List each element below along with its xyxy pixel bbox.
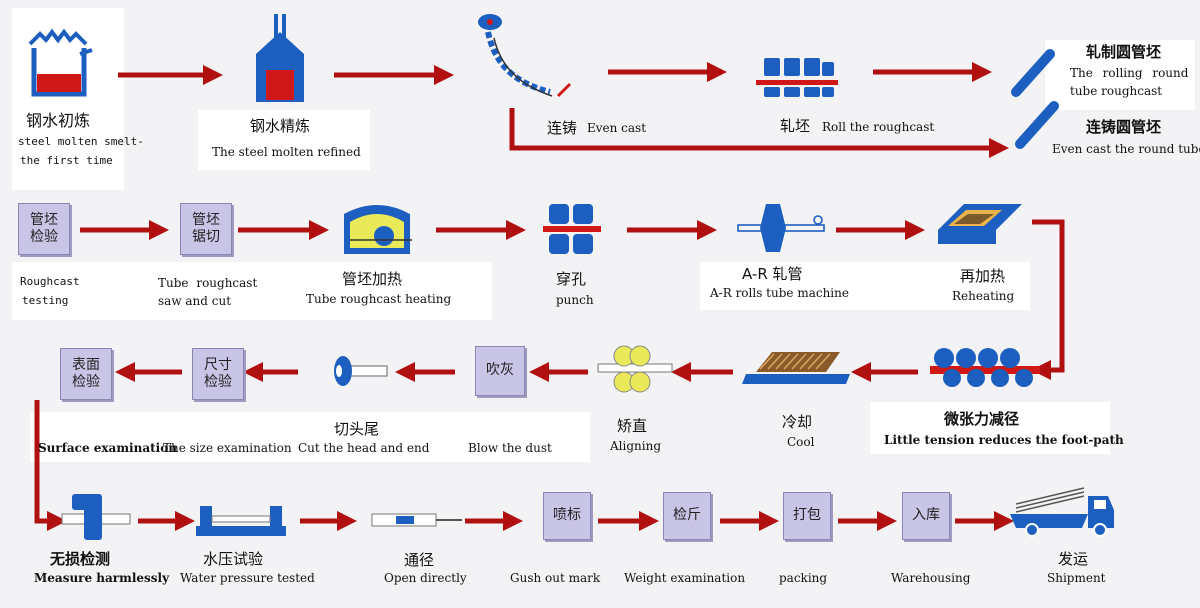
arrow [34,400,67,531]
box-text: 入库 [912,507,940,524]
box-text: 打包 [793,507,821,524]
step-label-en: testing [22,294,69,307]
step-label-en: Roll the roughcast [822,120,935,134]
piercing-mill-icon [543,204,601,254]
ndt-inspection-icon [61,494,131,540]
step-label-en: Warehousing [891,571,971,585]
step-label-en: Roughcast [20,275,80,288]
hydrostatic-tester-icon [196,506,286,536]
box-text: 管坯 [192,211,220,228]
box-text: 尺寸 [204,356,232,373]
step-label-en: Shipment [1047,571,1106,585]
straightener-icon [597,345,673,393]
step-label-zh: 再加热 [960,267,1006,285]
step-label-zh: 连铸圆管坯 [1086,118,1162,136]
step-label-zh: 通径 [404,551,435,569]
row1-panel-mid [198,110,370,170]
step-label-zh: 微张力减径 [944,410,1020,428]
box-text: 检验 [30,229,58,245]
step-label-en: Little tension reduces the foot-path [884,433,1124,447]
row3-panel [30,412,590,462]
box-text: 锯切 [192,229,220,245]
step-label-en: The size examination [163,441,292,455]
step-label-zh: 钢水初炼 [26,111,91,130]
step-label-zh: 矫直 [617,417,648,435]
furnace-icon [28,28,93,97]
step-label-en: Open directly [384,571,467,585]
process-box: 检斤 [663,492,711,540]
step-label-en: Weight examination [624,571,746,585]
step-label-zh: 冷却 [782,413,813,431]
step-label-en: steel molten smelt- [18,135,144,148]
step-label-zh: 轧坯 [780,117,811,135]
cutting-saw-icon [334,356,388,386]
box-text: 吹灰 [486,362,514,379]
assel-rolling-mill-icon [737,204,825,252]
step-label-zh: 水压试验 [203,550,264,568]
step-label-zh: 穿孔 [556,270,587,288]
step-label-en: Surface examination [38,441,177,455]
process-box: 管坯检验 [18,203,70,255]
rolling-mill-icon [756,58,838,97]
step-label-zh: A-R 轧管 [742,265,803,283]
drift-gauge-icon [371,513,462,527]
step-label-en: The steel molten refined [212,145,361,159]
step-label-en: punch [556,293,594,307]
reheating-furnace-icon [938,204,1022,244]
step-label-zh: 切头尾 [334,420,380,438]
row3-panel-right [870,402,1110,454]
box-text: 管坯 [30,211,58,228]
box-text: 检验 [204,374,232,390]
step-label-zh: 钢水精炼 [250,117,311,135]
continuous-caster-icon [478,14,572,98]
step-label-zh: 连铸 [547,119,578,137]
step-label-en: Tube roughcast [158,276,258,290]
stretch-reducing-mill-icon [930,348,1040,387]
round-billet-icon [1011,49,1055,97]
step-label-zh: 无损检测 [50,550,111,568]
step-label-en: Cut the head and end [298,441,430,455]
step-label-en: Gush out mark [510,571,601,585]
process-box: 吹灰 [475,346,525,396]
truck-icon [1010,487,1114,537]
row2-panel-right [700,262,1030,310]
step-label-zh: 轧制圆管坯 [1086,43,1162,61]
step-label-zh: 管坯加热 [342,270,403,288]
step-label-en: Even cast the round tube [1052,142,1200,156]
step-label-en: Blow the dust [468,441,552,455]
step-label-zh: 发运 [1058,550,1089,568]
step-label-en: Reheating [952,289,1015,303]
process-box: 表面检验 [60,348,112,400]
row1-panel-right [1045,40,1195,110]
box-text: 喷标 [553,507,581,524]
process-box: 喷标 [543,492,591,540]
cooling-bed-icon [742,352,850,384]
arrow [1031,219,1065,380]
heating-furnace-icon [344,205,412,254]
row2-panel [12,262,492,320]
step-label-en: Even cast [587,121,647,135]
step-label-en: Aligning [610,439,661,453]
process-box: 打包 [783,492,831,540]
box-text: 表面 [72,356,100,373]
process-box: 尺寸检验 [192,348,244,400]
box-text: 检斤 [673,507,701,524]
step-label-en: saw and cut [158,294,232,308]
box-text: 检验 [72,374,100,390]
step-label-en: Tube roughcast heating [306,292,452,306]
arrow [509,108,1009,158]
round-billet-icon [1015,101,1059,149]
step-label-en: Cool [787,435,815,449]
step-label-en: tube roughcast [1070,84,1163,98]
step-label-en: the first time [20,154,113,167]
step-label-en: The rolling round [1070,66,1189,80]
step-label-en: packing [779,571,828,585]
process-box: 管坯锯切 [180,203,232,255]
step-label-en: Measure harmlessly [34,571,170,585]
step-label-en: A-R rolls tube machine [710,286,849,300]
process-box: 入库 [902,492,950,540]
ladle-refining-icon [256,14,304,102]
step-label-en: Water pressure tested [180,571,315,585]
